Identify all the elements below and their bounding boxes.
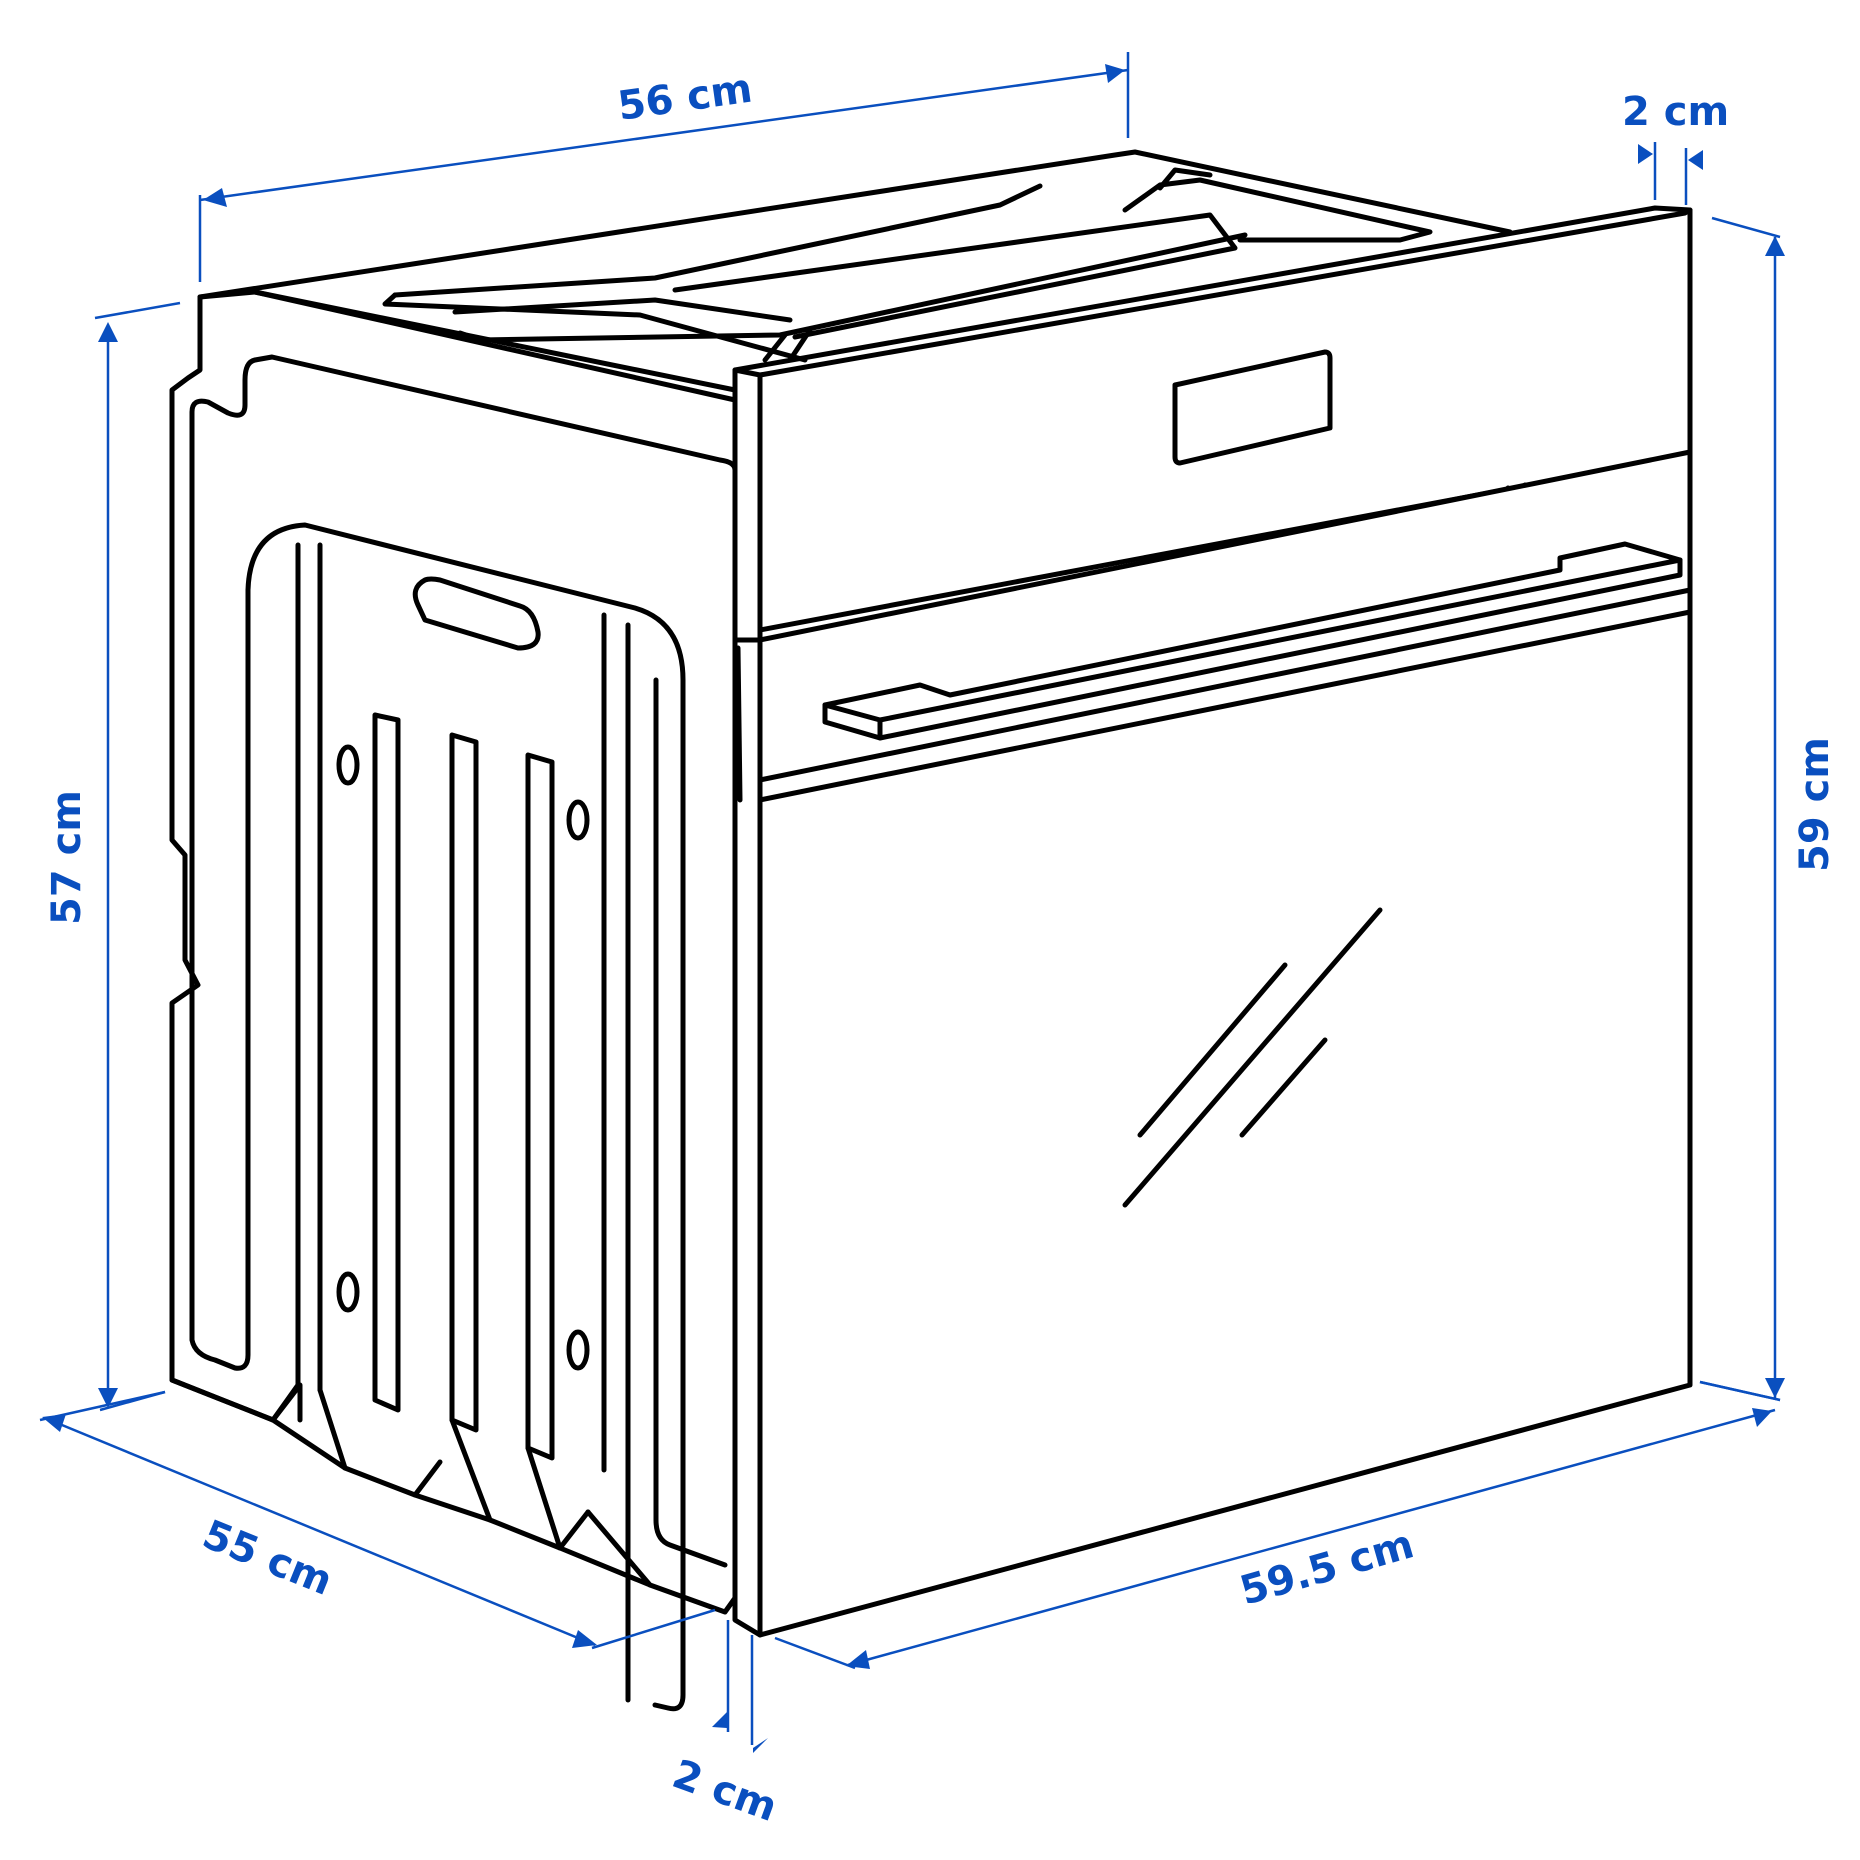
dim-label-top-depth: 56 cm xyxy=(615,66,755,130)
dim-body-height: 57 cm xyxy=(44,301,181,1412)
dim-label-body-depth: 55 cm xyxy=(196,1512,338,1605)
dim-label-front-height: 59 cm xyxy=(1792,737,1838,872)
dim-label-front-width: 59.5 cm xyxy=(1235,1521,1419,1614)
dim-front-height: 59 cm xyxy=(1699,216,1838,1402)
oven-front xyxy=(732,205,1693,1638)
dim-label-front-thickness-bottom: 2 cm xyxy=(667,1751,783,1831)
dim-label-front-thickness-top: 2 cm xyxy=(1622,89,1729,135)
dim-label-body-height: 57 cm xyxy=(44,790,90,925)
dim-front-thickness-top: 2 cm xyxy=(1622,89,1729,205)
dim-body-depth: 55 cm xyxy=(39,1390,716,1650)
